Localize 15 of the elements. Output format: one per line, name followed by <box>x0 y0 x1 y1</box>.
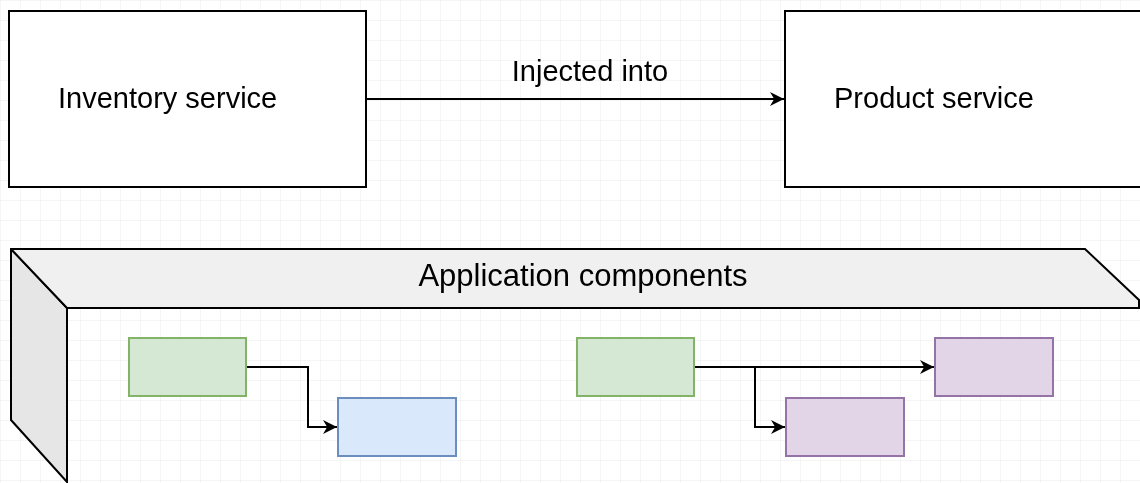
service-box <box>784 10 1140 188</box>
edge-label: Injected into <box>510 54 670 89</box>
container-title: Application components <box>417 257 749 295</box>
service-box <box>8 10 367 188</box>
component-box <box>337 397 457 457</box>
arrow <box>694 366 786 434</box>
node-label: Inventory service <box>57 81 279 117</box>
component-box <box>576 337 695 397</box>
arrow <box>246 366 338 434</box>
arrow <box>366 92 785 106</box>
component-box <box>934 337 1054 397</box>
component-box <box>128 337 247 397</box>
container-3d-box <box>10 248 1140 483</box>
component-box <box>785 397 905 457</box>
node-label: Product service <box>833 81 1035 117</box>
